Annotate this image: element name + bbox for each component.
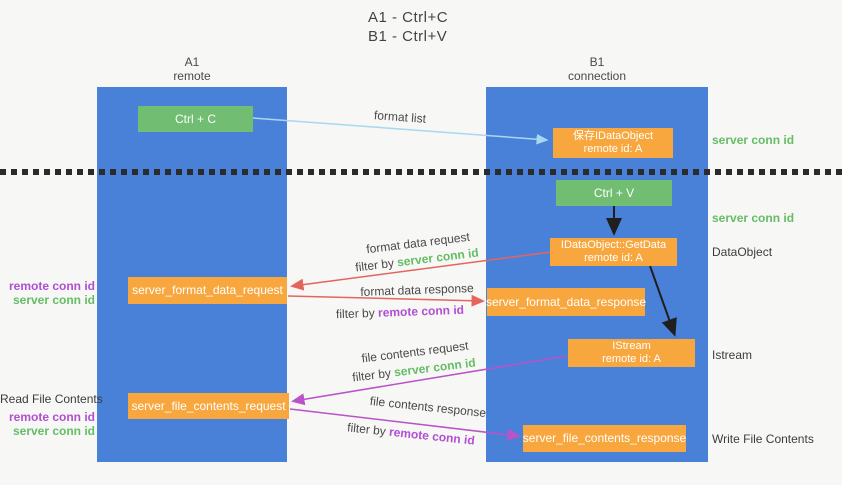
node-ctrl-v: Ctrl + V bbox=[556, 180, 672, 206]
title-line-2: B1 - Ctrl+V bbox=[368, 28, 448, 45]
label-server-conn-id-1: server conn id bbox=[12, 293, 95, 307]
node-istream: IStream remote id: A bbox=[568, 339, 695, 367]
node-istream-line2: remote id: A bbox=[602, 353, 661, 365]
arrow-label-filter-remote-2: filter by remote conn id bbox=[347, 420, 476, 447]
remote-conn-id-text: remote conn id bbox=[377, 302, 465, 320]
filter-by-text: filter by bbox=[354, 255, 398, 275]
node-save-dataobject-line2: remote id: A bbox=[583, 143, 643, 155]
label-remote-conn-id-2: remote conn id bbox=[8, 410, 95, 424]
left-column-name: remote bbox=[173, 69, 211, 83]
arrow-label-file-contents-response: file contents response bbox=[369, 393, 487, 421]
label-server-conn-id-2: server conn id bbox=[12, 424, 95, 438]
node-server-file-contents-request-label: server_file_contents_request bbox=[131, 398, 286, 413]
label-server-conn-id-mid: server conn id bbox=[712, 211, 795, 225]
filter-by-text: filter by bbox=[346, 420, 390, 439]
label-write-file-contents: Write File Contents bbox=[712, 432, 814, 446]
node-server-file-contents-response-label: server_file_contents_response bbox=[522, 431, 687, 445]
node-server-format-data-request: server_format_data_request bbox=[128, 277, 287, 304]
node-server-format-data-request-label: server_format_data_request bbox=[132, 283, 283, 297]
filter-by-text: filter by bbox=[351, 365, 395, 385]
right-column-header: B1 connection bbox=[486, 55, 708, 83]
node-getdata: IDataObject::GetData remote id: A bbox=[550, 238, 677, 266]
label-dataobject: DataObject bbox=[712, 245, 773, 259]
filter-by-text: filter by bbox=[335, 305, 379, 322]
remote-conn-id-text: remote conn id bbox=[388, 424, 476, 448]
node-server-file-contents-request: server_file_contents_request bbox=[128, 393, 289, 419]
node-save-dataobject: 保存IDataObject remote id: A bbox=[553, 128, 673, 158]
node-ctrl-v-label: Ctrl + V bbox=[593, 185, 635, 200]
node-istream-line1: IStream bbox=[612, 340, 651, 352]
arrow-label-filter-remote-1: filter by remote conn id bbox=[336, 303, 464, 321]
title-line-1: A1 - Ctrl+C bbox=[368, 9, 449, 26]
node-server-format-data-response-label: server_format_data_response bbox=[485, 294, 647, 309]
label-read-file-contents: Read File Contents bbox=[0, 392, 103, 406]
node-ctrl-c: Ctrl + C bbox=[138, 106, 253, 132]
node-ctrl-c-label: Ctrl + C bbox=[174, 111, 216, 126]
node-getdata-line1: IDataObject::GetData bbox=[560, 239, 667, 251]
right-column-id: B1 bbox=[589, 55, 605, 69]
dotted-separator-line bbox=[0, 169, 842, 175]
node-server-format-data-response: server_format_data_response bbox=[485, 288, 647, 316]
arrow-label-format-data-response: format data response bbox=[360, 281, 474, 299]
left-column-header: A1 remote bbox=[97, 55, 287, 83]
label-istream: Istream bbox=[712, 348, 753, 362]
node-server-file-contents-response: server_file_contents_response bbox=[523, 425, 686, 452]
node-getdata-line2: remote id: A bbox=[584, 252, 643, 264]
left-column-id: A1 bbox=[184, 55, 200, 69]
right-column-name: connection bbox=[567, 69, 627, 83]
label-server-conn-id-top: server conn id bbox=[712, 133, 795, 147]
diagram-title: A1 - Ctrl+C B1 - Ctrl+V bbox=[368, 8, 448, 46]
arrow-label-format-list: format list bbox=[373, 108, 427, 126]
label-remote-conn-id-1: remote conn id bbox=[8, 279, 95, 293]
node-save-dataobject-line1: 保存IDataObject bbox=[572, 130, 654, 142]
